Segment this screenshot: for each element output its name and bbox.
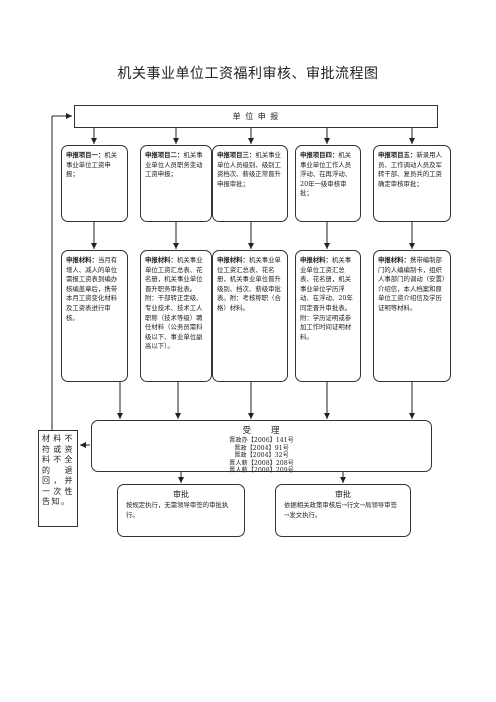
approval-title: 审批 [173, 490, 189, 499]
material-body: 机关事业单位工资汇总表、花名册，机关事业单位学历浮动、在浮动、20年同定晋升审批… [300, 256, 353, 341]
project-body: 机关事业单位工资申报； [66, 151, 118, 179]
project-box-4: 申报项目四：机关事业单位工作人员浮动、在再浮动、20年一级审核审批； [295, 145, 361, 222]
material-heading: 申报材料： [378, 256, 410, 264]
material-heading: 申报材料： [217, 256, 249, 264]
accept-box: 受 理 晋政办【2006】141号 晋政【2004】91号 晋政【2004】32… [91, 420, 432, 474]
approval-box-direct: 审批 按规定执行，无需领导审签的审批执行。 [117, 484, 245, 537]
project-box-3: 申报项目三：机关事业单位人员级别、级别工资档次、薪级正常晋升申报审批； [212, 145, 288, 222]
project-box-5: 申报项目五：新录用人员、工作调动人员及军转干部、复员兵的工资确定审核审批； [373, 145, 451, 222]
material-box-3: 申报材料：机关事业单位工资汇总表、花名册，机关事业单位晋升级别、档次、薪级审批表… [212, 250, 288, 382]
material-box-1: 申报材料：当月有增人、减人的单位需报工资表到编办核编盖章后，携带本月工资变化材料… [61, 250, 128, 382]
accept-doc: 晋政【2004】91号 [234, 444, 289, 452]
project-heading: 申报项目五： [378, 151, 417, 159]
project-body: 新录用人员、工作调动人员及军转干部、复员兵的工资确定审核审批； [378, 151, 442, 188]
material-box-2: 申报材料：机关事业单位工资汇总表、花名册，机关事业单位晋升职务审批表。附：干部转… [140, 250, 212, 382]
project-heading: 申报项目四： [300, 151, 339, 159]
project-box-2: 申报项目二：机关事业单位人员职务变动工资申报； [140, 145, 212, 222]
approval-body: 按规定执行，无需领导审签的审批执行。 [126, 501, 229, 519]
accept-doc: 晋政【2004】32号 [234, 452, 289, 459]
material-heading: 申报材料： [300, 256, 332, 264]
material-box-4: 申报材料：机关事业单位工资汇总表、花名册，机关事业单位学历浮动、在浮动、20年同… [295, 250, 361, 382]
project-body: 机关事业单位人员职务变动工资申报； [145, 151, 203, 179]
project-heading: 申报项目一： [66, 151, 105, 159]
material-body: 机关事业单位工资汇总表、花名册，机关事业单位晋升职务审批表。附：干部转正定级、专… [145, 256, 203, 351]
accept-doc: 晋政办【2006】141号 [229, 437, 294, 444]
material-body: 携带编制部门的人编编制卡，组织人事部门的调动（安置）介绍信，本人档案和原单位工资… [378, 256, 446, 312]
approval-box-review: 审批 依据相关政策审核后→行文→局领导审签→发文执行。 [275, 484, 411, 537]
approval-body: 依据相关政策审核后→行文→局领导审签→发文执行。 [284, 501, 397, 519]
project-box-1: 申报项目一：机关事业单位工资申报； [61, 145, 128, 222]
project-heading: 申报项目三： [217, 151, 256, 159]
material-heading: 申报材料： [145, 256, 177, 264]
project-heading: 申报项目二： [145, 151, 184, 159]
material-heading: 申报材料： [66, 256, 98, 264]
project-body: 机关事业单位人员级别、级别工资档次、薪级正常晋升申报审批； [217, 151, 281, 188]
report-box: 单 位 申 报 [74, 105, 438, 128]
material-body: 当月有增人、减人的单位需报工资表到编办核编盖章后，携带本月工资变化材料及工资表进… [66, 256, 118, 322]
project-body: 机关事业单位工作人员浮动、在再浮动、20年一级审核审批； [300, 151, 352, 198]
accept-title: 受 理 [242, 426, 281, 436]
return-note-box: 材料不符或资料不全的退回，并一次性告知。 [38, 430, 78, 527]
accept-doc: 晋人薪【2008】209号 [229, 467, 294, 474]
material-body: 机关事业单位工资汇总表、花名册，机关事业单位晋升级别、档次、薪级审批表。附：考核… [217, 256, 281, 312]
page-title: 机关事业单位工资福利审核、审批流程图 [117, 66, 379, 82]
material-box-5: 申报材料：携带编制部门的人编编制卡，组织人事部门的调动（安置）介绍信，本人档案和… [373, 250, 451, 382]
approval-title: 审批 [335, 490, 351, 499]
accept-doc: 晋人薪【2008】208号 [229, 459, 294, 467]
